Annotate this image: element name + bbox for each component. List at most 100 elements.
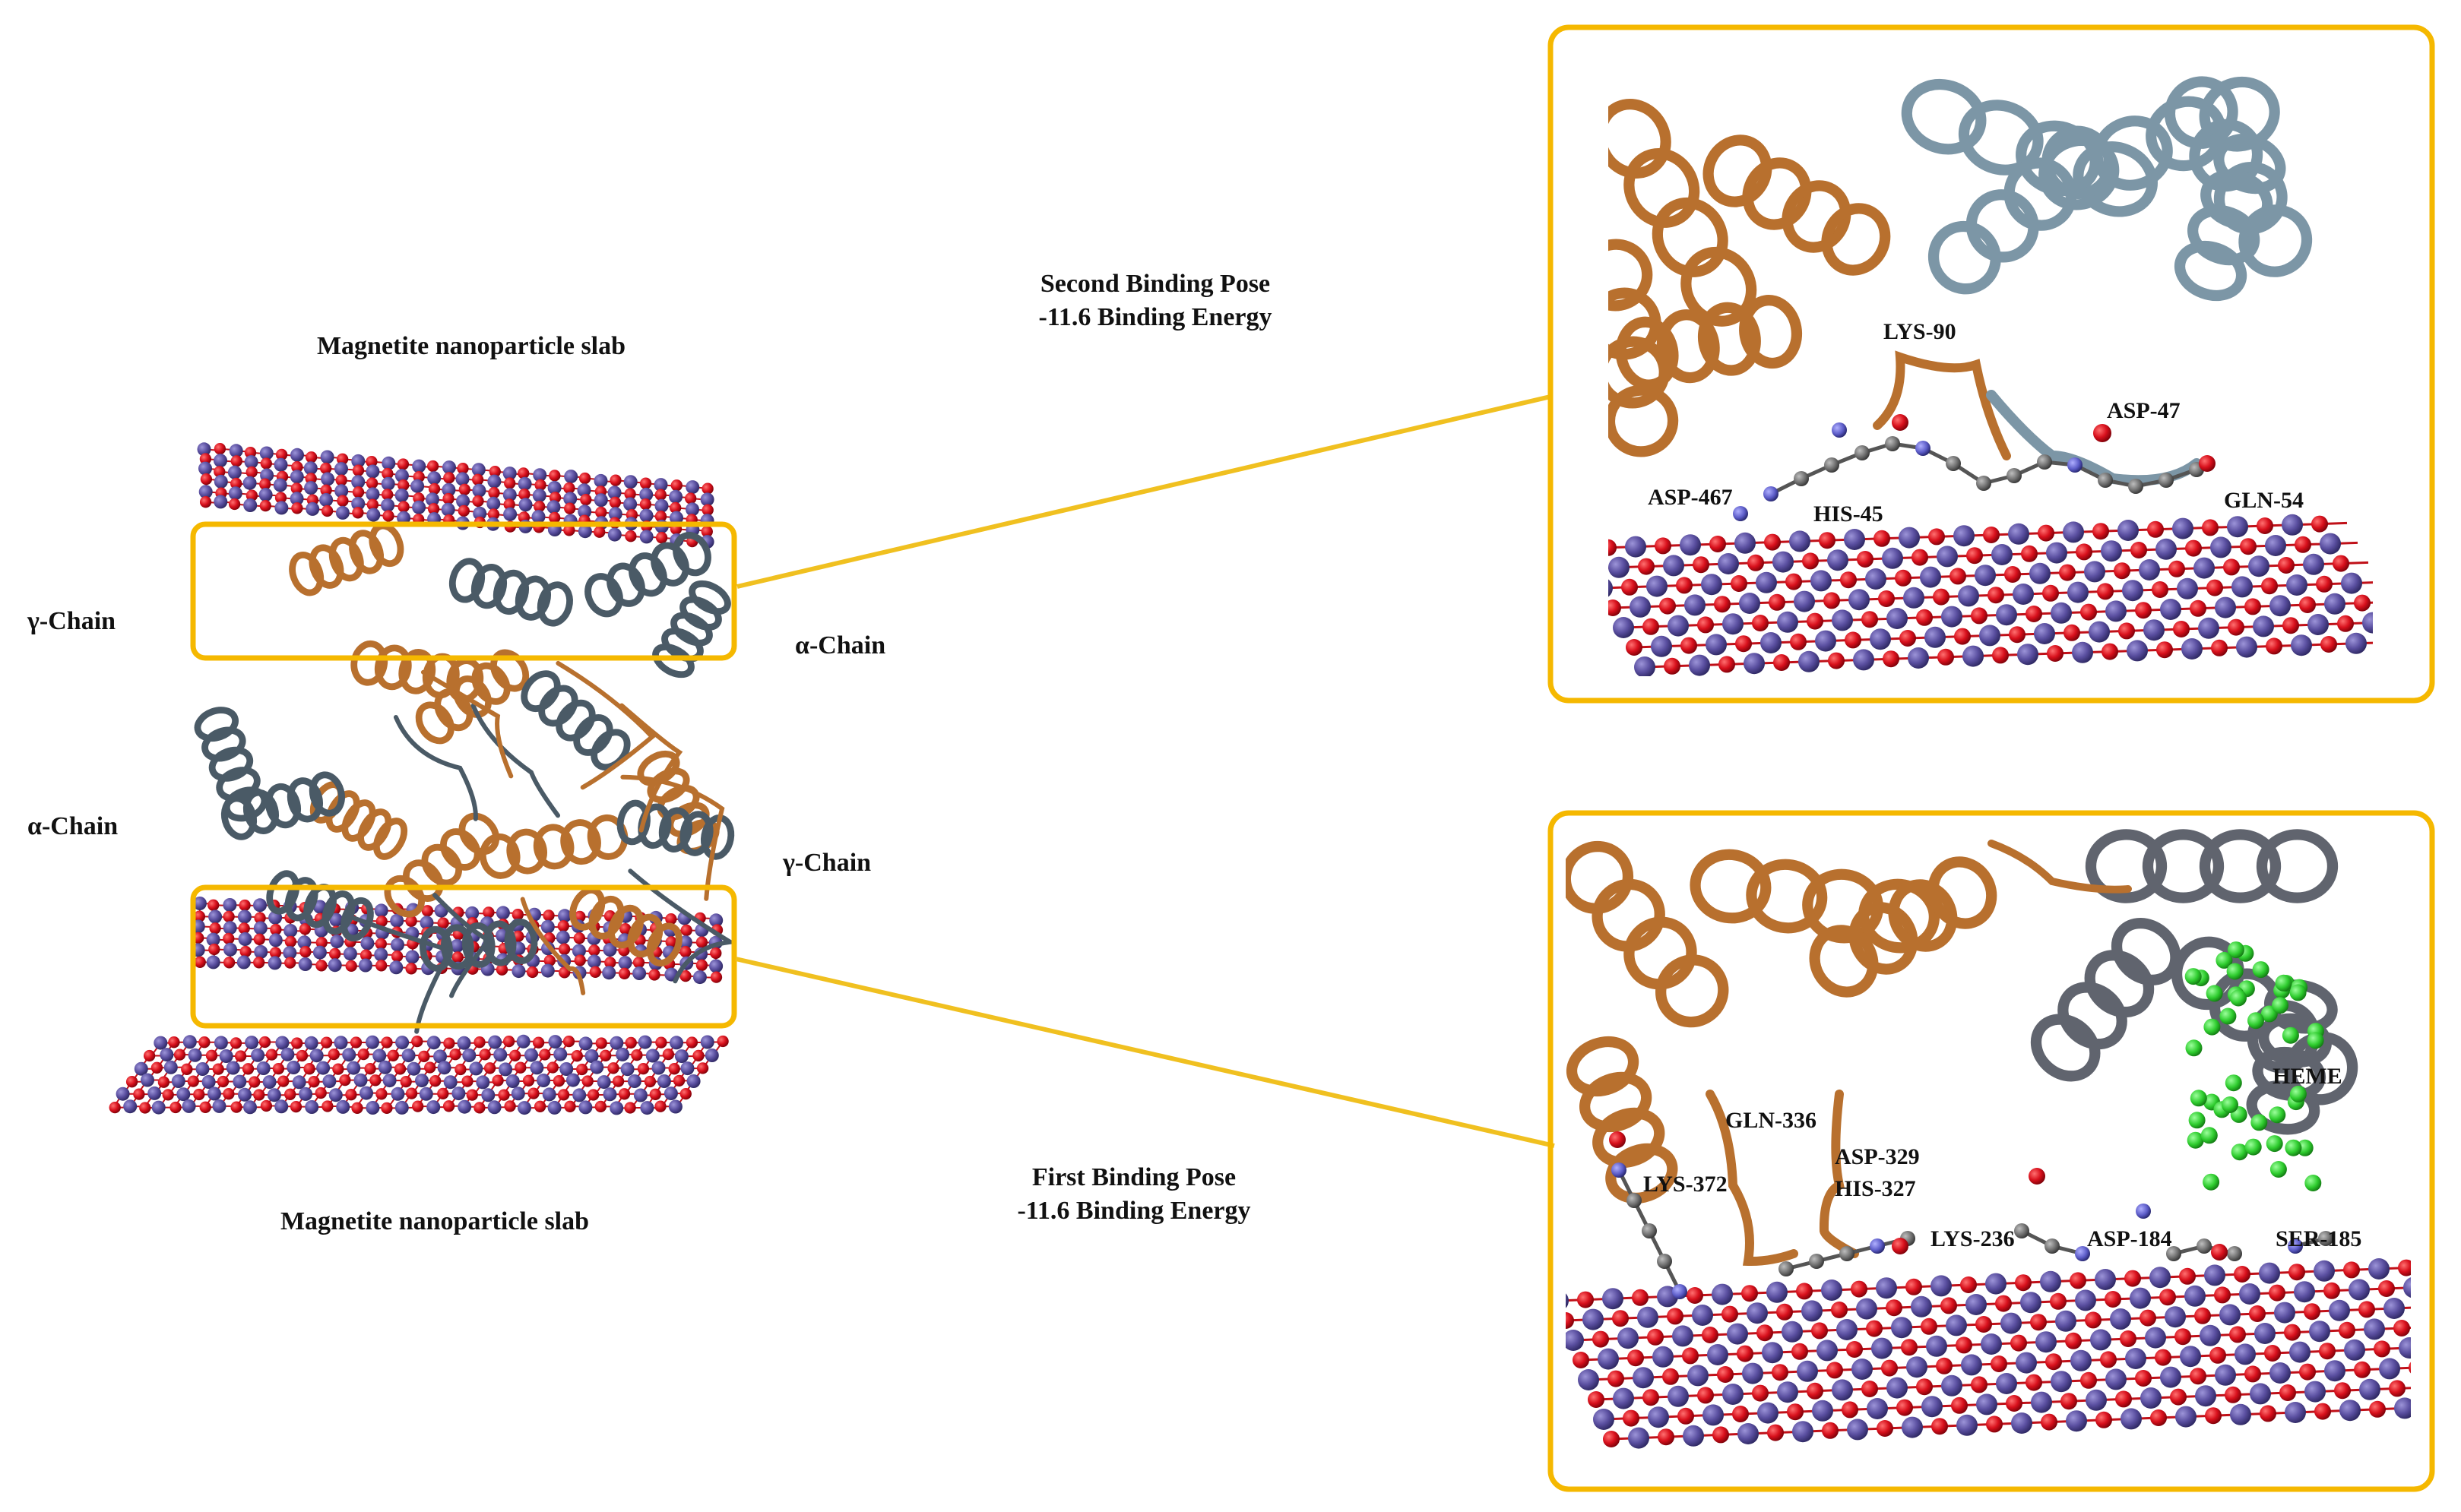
atom-sphere [366, 1101, 380, 1115]
atom-sphere [549, 470, 561, 482]
helix-ribbon [350, 640, 484, 703]
atom-sphere [391, 938, 404, 952]
atom-sphere [1577, 1291, 1594, 1308]
atom-sphere [2017, 644, 2038, 666]
atom-sphere [253, 933, 265, 945]
atom-sphere [654, 1100, 667, 1112]
atom-sphere [1908, 647, 1929, 669]
atom-sphere [2187, 1131, 2204, 1149]
atom-sphere [602, 966, 616, 980]
atom-sphere [352, 507, 364, 519]
helix-ribbon [384, 812, 500, 918]
atom-sphere [123, 1099, 138, 1114]
atom-sphere [342, 1048, 356, 1062]
atom-sphere [2105, 1368, 2127, 1390]
helix-turn [2057, 982, 2127, 1050]
atom-sphere [458, 1099, 472, 1114]
atom-sphere [2318, 1231, 2333, 1246]
atom-sphere [223, 1088, 235, 1100]
atom-sphere [580, 493, 592, 506]
atom-sphere [2304, 1175, 2322, 1191]
atom-sphere [522, 1074, 535, 1087]
atom-sphere [245, 466, 258, 479]
second-pose-residue-atoms [1733, 414, 2216, 521]
atom-sphere [1735, 635, 1752, 653]
atom-sphere [345, 960, 357, 973]
atom-sphere [2120, 1330, 2136, 1347]
atom-sphere [212, 1063, 224, 1075]
atom-sphere [2110, 1308, 2131, 1330]
atom-sphere [2324, 1360, 2345, 1382]
atom-sphere [2025, 1374, 2042, 1391]
atom-sphere [1928, 528, 1945, 546]
atom-sphere [1848, 589, 1870, 611]
atom-sphere [2045, 1353, 2062, 1371]
atom-sphere [223, 921, 237, 935]
atom-sphere [193, 1088, 205, 1101]
atom-sphere [199, 1101, 211, 1113]
atom-sphere [588, 1089, 600, 1101]
atom-sphere [320, 462, 332, 475]
atom-sphere [527, 1087, 540, 1099]
helix-turn [673, 532, 711, 577]
atom-sphere [207, 1087, 221, 1101]
atom-sphere [2288, 1238, 2303, 1254]
atom-sphere [192, 897, 207, 910]
atom-sphere [2041, 1413, 2057, 1431]
atom-sphere [1722, 613, 1744, 635]
atom-sphere [1811, 1322, 1828, 1340]
atom-sphere [2206, 579, 2223, 596]
atom-sphere [2296, 1139, 2314, 1156]
atom-sphere [1791, 1343, 1808, 1360]
atom-sphere [2000, 1312, 2022, 1334]
atom-sphere [154, 1036, 168, 1050]
atom-sphere [181, 1063, 193, 1075]
atom-sphere [2095, 1269, 2116, 1290]
atom-sphere [632, 957, 645, 969]
atom-sphere [260, 457, 272, 470]
helix-turn [434, 688, 474, 732]
helix-turn [1615, 316, 1679, 391]
atom-sphere [433, 1049, 447, 1064]
atom-sphere [1899, 630, 1916, 647]
atom-sphere [1949, 568, 1966, 585]
atom-sphere [655, 1036, 667, 1049]
helix-turn [1592, 1107, 1665, 1169]
atom-sphere [2021, 545, 2038, 562]
atom-sphere [133, 1088, 145, 1100]
atom-sphere [1566, 1330, 1584, 1351]
atom-sphere [2274, 1302, 2295, 1324]
atom-sphere [350, 1036, 363, 1049]
atom-sphere [2080, 603, 2097, 621]
atom-sphere [2143, 619, 2165, 641]
atom-sphere [209, 922, 221, 935]
atom-sphere [594, 473, 608, 488]
first-pose-inset-frame [1547, 810, 2435, 1492]
atom-sphere [198, 461, 212, 476]
atom-sphere [2065, 1332, 2082, 1349]
atom-sphere [2047, 645, 2064, 662]
atom-sphere [275, 1036, 290, 1050]
atom-sphere [315, 960, 328, 972]
atom-sphere [623, 497, 638, 511]
atom-sphere [1846, 1341, 1863, 1358]
atom-sphere [217, 1075, 230, 1088]
atom-sphere [2147, 520, 2164, 538]
atom-sphere [2339, 1400, 2361, 1422]
atom-sphere [2084, 561, 2105, 583]
atom-sphere [443, 1075, 458, 1090]
atom-sphere [2076, 543, 2092, 561]
atom-sphere [503, 498, 515, 511]
atom-sphere [2105, 1291, 2121, 1308]
first-pose-inset-image [1566, 828, 2411, 1457]
atom-sphere [2250, 1114, 2268, 1131]
atom-sphere [1652, 1346, 1674, 1368]
atom-sphere [1733, 506, 1748, 521]
atom-sphere [1851, 1280, 1867, 1298]
atom-sphere [375, 1088, 388, 1100]
atom-sphere [2205, 1407, 2222, 1425]
atom-sphere [2203, 1173, 2220, 1191]
atom-sphere [2278, 557, 2295, 574]
atom-sphere [280, 1047, 295, 1061]
atom-sphere [627, 1074, 641, 1088]
